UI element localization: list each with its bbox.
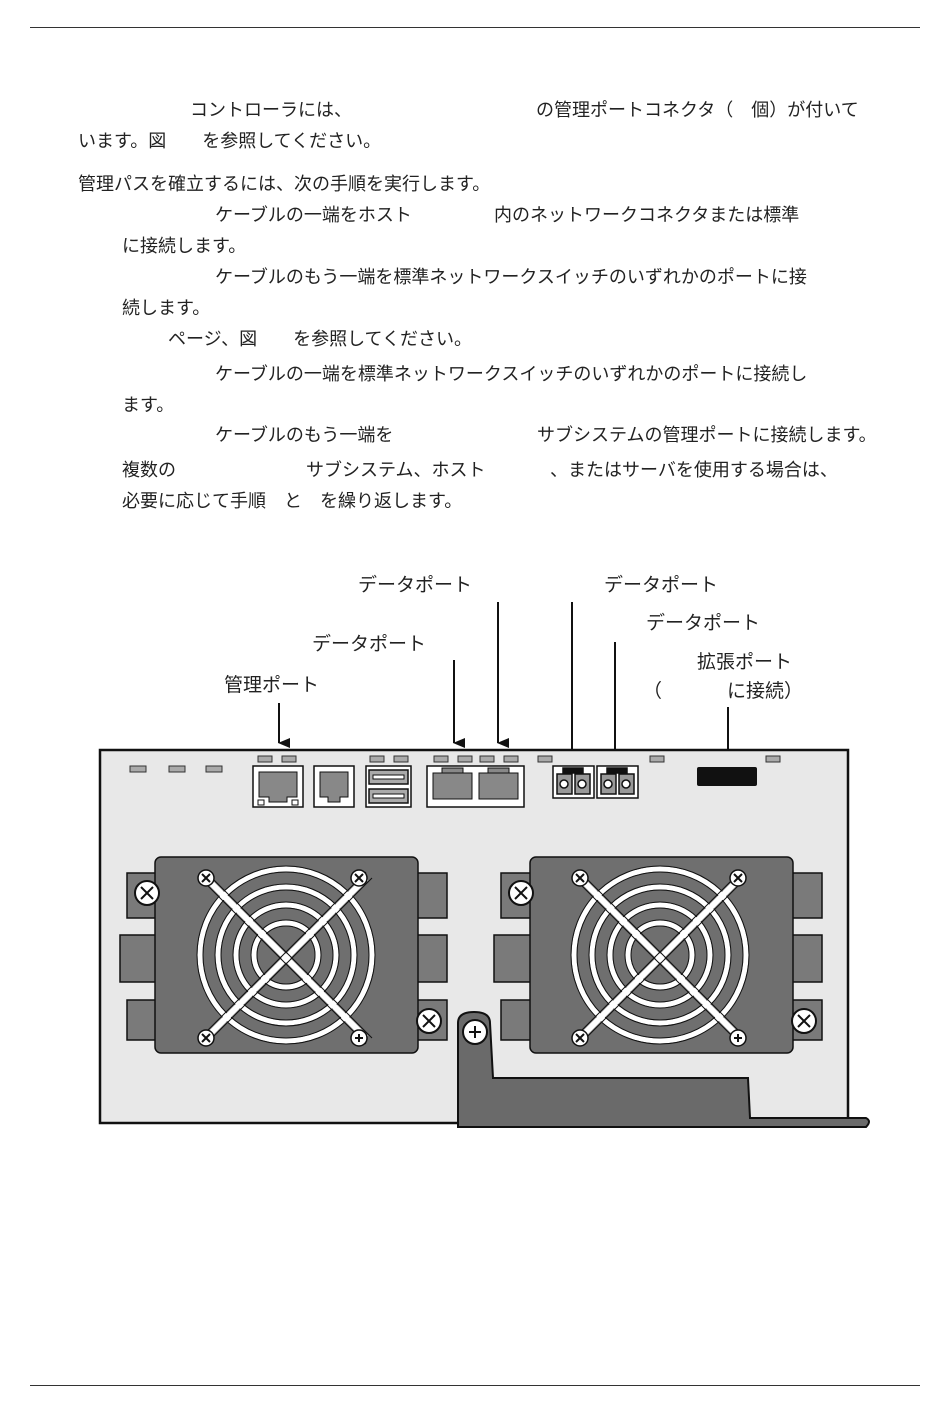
text-line: ケーブルの一端をホスト (215, 205, 412, 226)
text-line: コントローラには、 (190, 100, 352, 121)
status-leds (129, 755, 781, 773)
data-ports (426, 765, 525, 808)
controller-rear-diagram (98, 602, 870, 1128)
text-line: 必要に応じて手順 と を繰り返します。 (122, 491, 463, 512)
label-data-port: データポート (358, 574, 473, 596)
fan-module-right (493, 856, 823, 1054)
text-line: 、またはサーバを使用する場合は、 (550, 460, 838, 481)
text-line: ケーブルのもう一端を (215, 425, 394, 446)
text-line: ケーブルの一端を標準ネットワークスイッチのいずれかのポートに接続し (215, 364, 808, 385)
text-line: に接続します。 (122, 236, 247, 257)
text-line: ケーブルのもう一端を標準ネットワークスイッチのいずれかのポートに接 (215, 267, 807, 288)
text-line: 内のネットワークコネクタまたは標準 (494, 205, 800, 226)
text-line: の管理ポートコネクタ（ 個）が付いて (536, 100, 859, 121)
text-line: ページ、図 を参照してください。 (168, 329, 473, 350)
screw-marks (140, 873, 811, 1043)
label-management-port: 管理ポート (224, 674, 320, 696)
fan-module-left (119, 856, 448, 1054)
callout-arrows (278, 602, 739, 762)
label-expansion-port: 拡張ポート (697, 651, 793, 673)
label-data-port: データポート (646, 612, 761, 634)
top-rule (30, 27, 920, 28)
expansion-port (697, 767, 757, 786)
label-data-port: データポート (604, 574, 719, 596)
text-line: ます。 (122, 395, 175, 416)
label-expansion-note: に接続） (727, 680, 804, 702)
text-line: サブシステム、ホスト (306, 460, 486, 481)
text-line: 続します。 (122, 298, 211, 319)
label-expansion-note-open: （ (643, 680, 663, 702)
sfp-ports (552, 765, 639, 799)
bottom-rule (30, 1385, 920, 1386)
text-line: 複数の (122, 460, 176, 481)
text-line: サブシステムの管理ポートに接続します。 (537, 425, 877, 446)
text-line: います。図 を参照してください。 (78, 131, 382, 152)
serial-port (313, 765, 355, 808)
text-line: 管理パスを確立するには、次の手順を実行します。 (78, 174, 491, 195)
label-data-port: データポート (312, 633, 427, 655)
management-port (252, 765, 304, 808)
usb-ports (365, 765, 412, 808)
